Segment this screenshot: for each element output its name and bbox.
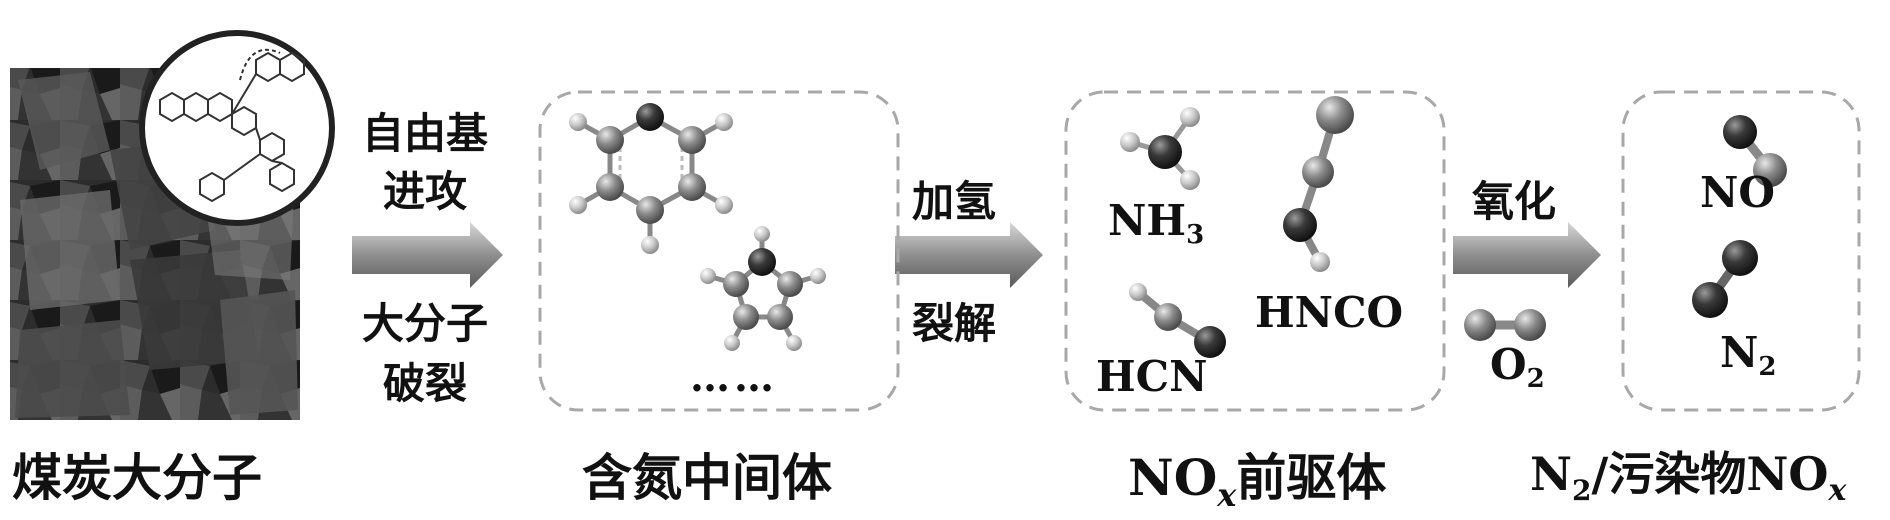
caption-precursor: NOx前驱体 <box>1128 438 1386 514</box>
label-o2: O2 <box>1490 340 1545 394</box>
caption-products: N2/污染物NOx <box>1530 438 1846 508</box>
caption-coal: 煤炭大分子 <box>12 448 262 507</box>
label-nh3: NH3 <box>1108 196 1204 250</box>
o2-molecule <box>1464 309 1546 341</box>
label-n2-sub: 2 <box>1758 352 1777 382</box>
step1-label-line1: 自由基 <box>362 109 489 158</box>
label-nh3-sub: 3 <box>1186 220 1205 250</box>
six-ring-molecule <box>569 103 733 254</box>
label-hnco: HNCO <box>1255 288 1404 337</box>
caption-intermediate: 含氮中间体 <box>582 448 832 507</box>
step3-label-line1: 氧化 <box>1472 177 1557 226</box>
caption-products-n-sub: 2 <box>1572 474 1592 508</box>
label-o2-main: O <box>1490 340 1527 389</box>
step2-label-line2: 裂解 <box>912 299 997 348</box>
step1-label-line3: 大分子 <box>362 299 489 348</box>
hcn-molecule <box>1129 283 1226 358</box>
step1-label-line4: 破裂 <box>383 359 468 408</box>
coal-structure-magnifier <box>139 30 335 226</box>
intermediate-box <box>538 90 900 412</box>
label-n2: N2 <box>1720 328 1776 382</box>
label-no: NO <box>1700 168 1775 217</box>
more-intermediates-ellipsis: …… <box>690 354 778 401</box>
label-o2-sub: 2 <box>1526 364 1545 394</box>
caption-products-n: N <box>1530 447 1573 501</box>
step1-label-line2: 进攻 <box>383 167 468 216</box>
label-nh3-main: NH <box>1108 196 1187 245</box>
hnco-molecule <box>1283 96 1354 272</box>
step2-label-line1: 加氢 <box>912 177 997 226</box>
caption-precursor-rest: 前驱体 <box>1236 448 1387 507</box>
caption-precursor-no: NO <box>1128 448 1218 507</box>
precursor-box <box>1064 90 1446 412</box>
nh3-molecule <box>1120 107 1200 190</box>
five-ring-molecule <box>700 226 826 351</box>
no-molecule <box>1723 115 1787 187</box>
caption-products-x-sub: x <box>1828 473 1847 509</box>
product-box <box>1621 90 1861 412</box>
arrow-1 <box>352 222 503 288</box>
label-hcn: HCN <box>1096 352 1208 401</box>
arrow-2 <box>895 222 1043 288</box>
label-n2-main: N <box>1720 328 1759 377</box>
caption-products-rest: /污染物NO <box>1591 447 1829 501</box>
arrow-3 <box>1453 222 1601 288</box>
caption-precursor-sub: x <box>1217 476 1237 514</box>
n2-molecule <box>1692 240 1758 318</box>
